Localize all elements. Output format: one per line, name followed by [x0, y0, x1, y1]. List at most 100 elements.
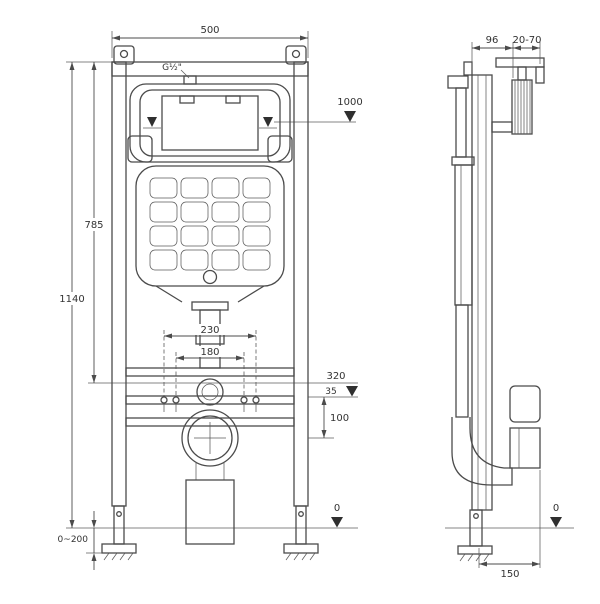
arrowhead-icon	[91, 62, 97, 70]
waste-drop-label: 100	[330, 413, 349, 424]
foot-plate-right	[283, 543, 319, 554]
bracket-hook	[535, 66, 545, 84]
grid-cell	[242, 225, 271, 247]
fixing-stud	[252, 396, 260, 404]
bracket-rack-hatch	[514, 80, 531, 134]
side-level-marker-floor-icon	[550, 517, 562, 528]
front-dimension-lines	[66, 31, 358, 570]
foot-range-label: 0~200	[58, 535, 89, 545]
label-mask	[195, 324, 225, 335]
top-crossbar	[111, 61, 309, 77]
arrowhead-icon	[69, 62, 75, 70]
tank-level-marker-right-icon	[263, 117, 273, 127]
pan-bracket	[509, 385, 541, 423]
foot-pin-hole-right	[298, 511, 304, 517]
front-carrier-plate	[127, 69, 293, 163]
arrowhead-icon	[532, 45, 540, 51]
upper-height-label: 785	[84, 220, 103, 231]
ground-hatch-left	[103, 552, 134, 561]
bracket-range-label: 20-70	[512, 35, 541, 46]
side-flush-pipe	[455, 304, 469, 418]
grid-cell	[242, 177, 271, 199]
arrowhead-icon	[91, 553, 97, 561]
stud-narrow-label: 180	[200, 347, 219, 358]
grid-cell	[149, 201, 178, 223]
bracket-rack	[511, 79, 533, 135]
grid-cell	[149, 225, 178, 247]
arrowhead-icon	[176, 355, 184, 361]
grid-cell	[242, 249, 271, 271]
side-inlet-fitting	[447, 75, 469, 89]
side-view: 96 20-70 150 0	[445, 35, 574, 580]
grid-cell	[149, 249, 178, 271]
arrowhead-icon	[505, 45, 513, 51]
mounting-hole-right	[291, 49, 301, 59]
side-foot-plate	[457, 545, 493, 555]
front-view: 500 G½" 1000 1140 785 230 180 320 35 100…	[56, 25, 363, 570]
dim-width-label: 500	[200, 25, 219, 36]
flush-pipe	[199, 309, 221, 369]
cistern-taper	[155, 285, 265, 303]
total-height-label: 1140	[59, 294, 84, 305]
waste-outlet	[181, 409, 239, 545]
arrowhead-icon	[300, 35, 308, 41]
arrowhead-icon	[321, 430, 327, 438]
grid-cell	[180, 177, 209, 199]
side-labels: 96 20-70 150 0	[486, 35, 560, 580]
cistern-body	[135, 165, 285, 287]
supply-connection-outer	[196, 378, 224, 406]
side-bracket-right	[267, 135, 293, 163]
label-mask	[195, 346, 225, 357]
window-tab-left	[179, 95, 195, 104]
front-frame	[101, 45, 319, 561]
grid-cell	[149, 177, 178, 199]
grid-cell	[211, 201, 240, 223]
label-mask	[81, 218, 107, 231]
inlet-leader-line	[180, 69, 190, 79]
arrowhead-icon	[236, 355, 244, 361]
arrowhead-icon	[532, 561, 540, 567]
outlet-elbow	[451, 417, 513, 486]
bracket-arm	[495, 57, 545, 68]
arrowhead-icon	[513, 45, 521, 51]
tank-level-marker-left-icon	[147, 117, 157, 127]
depth-label: 96	[486, 35, 499, 46]
fixings	[160, 378, 260, 412]
mounting-tab-left	[113, 45, 135, 65]
bracket-connector	[491, 121, 513, 133]
wall-bracket	[491, 57, 545, 135]
level-marker-floor-icon	[331, 517, 343, 528]
side-outlet	[451, 385, 541, 486]
side-dimension-lines	[471, 42, 562, 568]
cistern	[135, 165, 285, 369]
arrowhead-icon	[112, 35, 120, 41]
grid-cell	[211, 249, 240, 271]
label-mask	[56, 292, 88, 305]
arrowhead-icon	[164, 333, 172, 339]
mounting-tab-right	[285, 45, 307, 65]
stud-wide-label: 230	[200, 325, 219, 336]
fixing-stud	[240, 396, 248, 404]
side-cistern-body	[454, 164, 473, 306]
fixing-stud	[160, 396, 168, 404]
fixing-stud	[172, 396, 180, 404]
side-bracket-left	[127, 135, 153, 163]
outlet-down-pipe	[185, 479, 235, 545]
level-offset-label: 35	[325, 387, 336, 397]
flush-pipe-flange	[191, 301, 229, 311]
bracket-slider	[517, 66, 527, 81]
arrowhead-icon	[321, 397, 327, 405]
arrowhead-icon	[472, 45, 480, 51]
side-cistern-cap	[451, 156, 475, 166]
waste-outlet-inner	[187, 415, 233, 461]
foot-plate-left	[101, 543, 137, 554]
grid-cell	[180, 201, 209, 223]
inlet-fitting	[183, 75, 197, 85]
arrowhead-icon	[91, 520, 97, 528]
grid-cell	[211, 177, 240, 199]
side-ground-hatch	[459, 553, 490, 562]
grid-cell	[211, 225, 240, 247]
grid-cell	[180, 249, 209, 271]
